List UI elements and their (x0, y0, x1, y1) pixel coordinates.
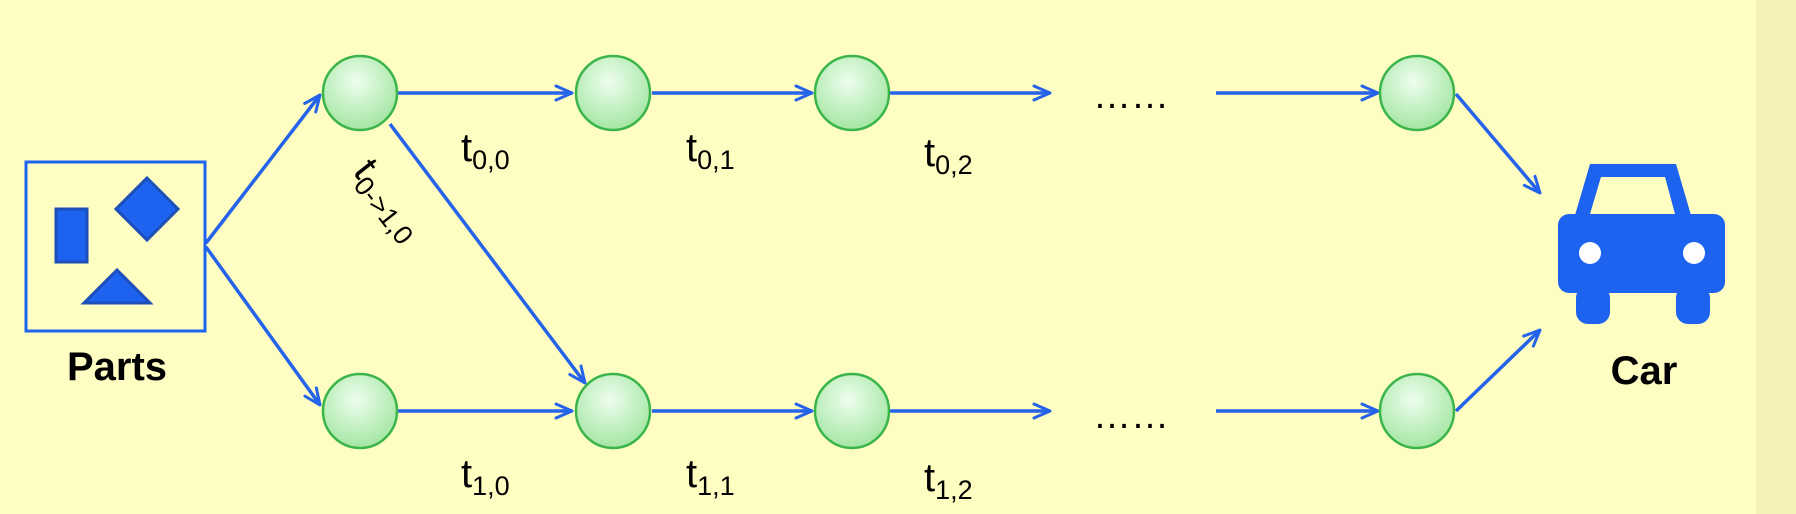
ellipsis-top: …… (1093, 75, 1169, 117)
edges (204, 84, 1542, 420)
edge-label-t12: t1,2 (924, 456, 973, 505)
edge-label-t11: t1,1 (686, 452, 735, 501)
car-label: Car (1611, 349, 1678, 393)
car-body (1558, 214, 1725, 293)
edge-label-t02: t0,2 (924, 131, 973, 180)
car-headlight-right (1683, 242, 1705, 264)
parts-icon (24, 160, 207, 333)
node-top-3 (1378, 54, 1456, 132)
edge-top-to-car (1454, 92, 1542, 195)
edge-bottom-to-car (1454, 328, 1542, 413)
car-icon (1558, 164, 1725, 324)
node-bottom-2 (813, 372, 891, 450)
edge-parts-to-bottom (204, 245, 322, 407)
edge-label-t00: t0,0 (461, 126, 510, 175)
diamond-part-icon (113, 175, 181, 243)
edge-parts-to-top (204, 93, 322, 245)
ellipsis-bottom: …… (1093, 395, 1169, 437)
edge-label-t01: t0,1 (686, 126, 735, 175)
rectangle-part-icon (54, 207, 89, 264)
car-wheel-left (1576, 286, 1610, 324)
node-top-2 (813, 54, 891, 132)
parts-box (24, 160, 207, 333)
car-wheel-right (1676, 286, 1710, 324)
car-headlight-left (1579, 242, 1601, 264)
edge-label-t10: t1,0 (461, 452, 510, 501)
node-bottom-0 (321, 372, 399, 450)
node-bottom-1 (574, 372, 652, 450)
node-bottom-3 (1378, 372, 1456, 450)
node-top-1 (574, 54, 652, 132)
parts-label: Parts (67, 345, 167, 389)
edge-cross (388, 122, 587, 385)
car-window (1590, 177, 1675, 214)
node-top-0 (321, 54, 399, 132)
right-edge-strip (1756, 0, 1796, 514)
nodes (321, 54, 1456, 450)
triangle-part-icon (80, 267, 154, 305)
